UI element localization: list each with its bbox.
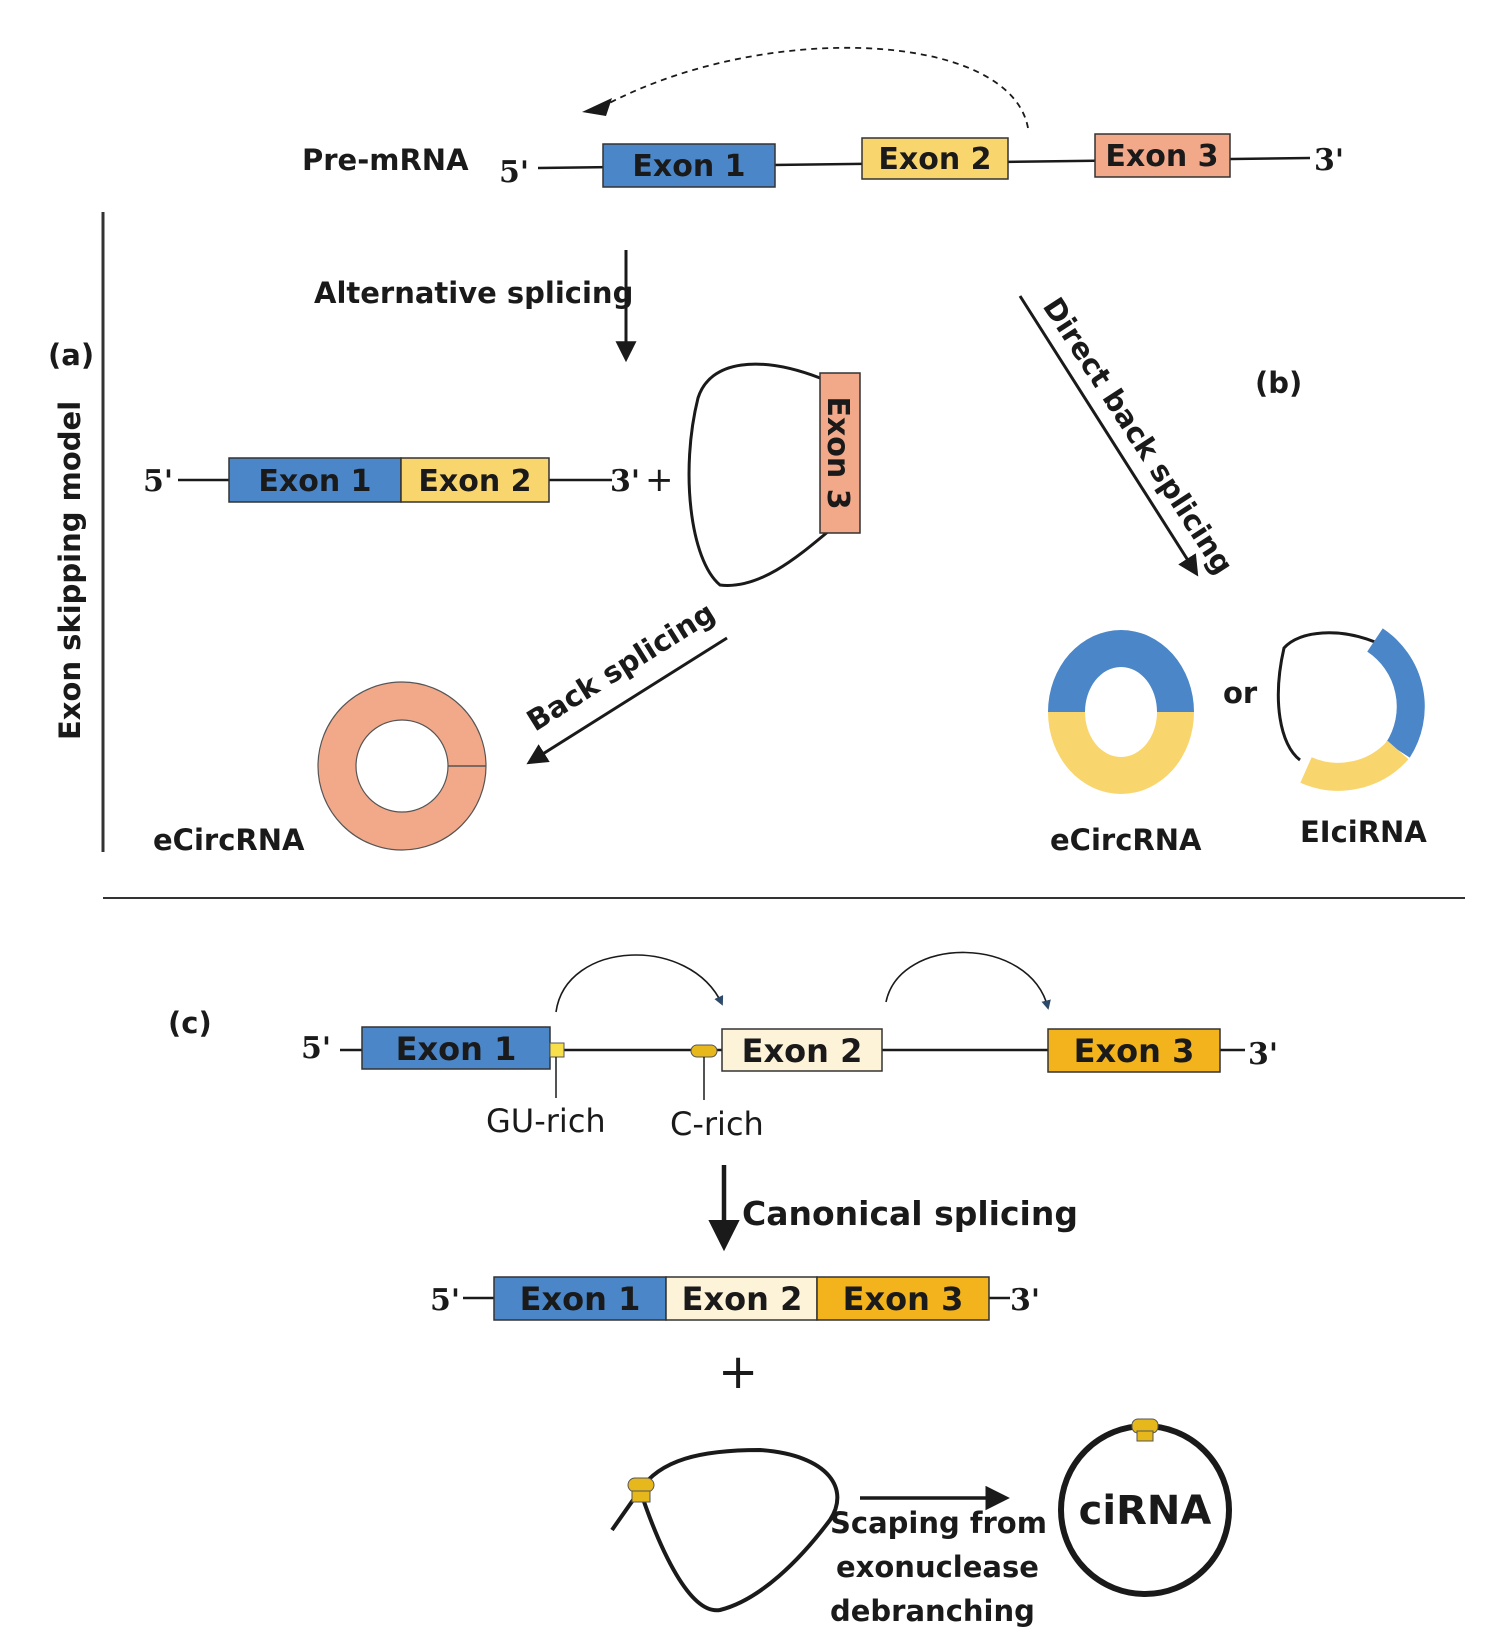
panel-a-tag: (a) xyxy=(48,338,94,372)
eicirna-exon-yellow-arc xyxy=(1300,740,1409,791)
linear-exon2-box xyxy=(400,457,550,503)
lariat-marker-1 xyxy=(627,1477,655,1493)
splice-arc-1 xyxy=(555,954,724,1013)
panel-b-tag: (b) xyxy=(1255,366,1302,400)
lariat-loop xyxy=(687,362,831,587)
gu-rich-label: GU-rich xyxy=(486,1102,606,1140)
back-splicing-arrow xyxy=(526,636,728,765)
canonical-splicing-label: Canonical splicing xyxy=(742,1194,1078,1233)
lariat-marker-2 xyxy=(631,1490,651,1503)
linear-three-prime: 3' xyxy=(610,464,640,499)
ecircrna-b-bottom-half xyxy=(1048,712,1194,794)
gu-rich-marker xyxy=(549,1042,565,1058)
c-exon1-box xyxy=(361,1026,551,1070)
panel-b: Direct back splicing (b) eCircRNA or EIc… xyxy=(1018,291,1427,857)
ecircrna-b-top-half xyxy=(1048,630,1194,712)
c-rich-marker xyxy=(690,1044,718,1058)
escape-line-2: exonuclease xyxy=(836,1550,1039,1584)
c-exon3-box xyxy=(1047,1028,1221,1073)
ecircrna-label-a: eCircRNA xyxy=(153,823,305,857)
mature-three-prime: 3' xyxy=(1010,1283,1040,1318)
escape-line-1: Scaping from xyxy=(830,1506,1047,1540)
alternative-splicing-label: Alternative splicing xyxy=(314,276,633,310)
mature-exon2-box xyxy=(665,1276,818,1321)
eicirna-label: EIciRNA xyxy=(1300,815,1427,849)
cirna-marker-2 xyxy=(1136,1430,1154,1442)
panel-c-tag: (c) xyxy=(168,1006,212,1040)
escape-line-3: debranching xyxy=(830,1594,1035,1628)
premrna-exon3-box xyxy=(1094,133,1231,178)
eicirna-intron-arc xyxy=(1276,631,1376,762)
premrna-section: Pre-mRNA 5' Exon 1 Exon 2 Exon 3 3' xyxy=(302,46,1344,190)
splice-arc-2 xyxy=(885,951,1051,1010)
linear-exon2-label: Exon 2 xyxy=(418,464,531,499)
c-exon2-box xyxy=(721,1028,883,1072)
mature-exon1-box xyxy=(493,1276,667,1321)
direct-back-splicing-label: Direct back splicing xyxy=(1036,291,1240,580)
mature-exon3-label: Exon 3 xyxy=(843,1280,964,1318)
c-exon1-label: Exon 1 xyxy=(396,1030,517,1068)
premrna-five-prime: 5' xyxy=(499,155,529,190)
c-exon3-label: Exon 3 xyxy=(1074,1032,1195,1070)
plus-sign-c: + xyxy=(718,1344,758,1400)
premrna-label: Pre-mRNA xyxy=(302,143,469,177)
ecircrna-label-b: eCircRNA xyxy=(1050,823,1202,857)
linear-exon1-box xyxy=(228,457,402,503)
panel-a: (a) Exon skipping model Alternative spli… xyxy=(48,212,861,857)
premrna-exon1-label: Exon 1 xyxy=(632,149,745,184)
c-three-prime: 3' xyxy=(1248,1037,1278,1072)
lariat-exon3-box xyxy=(819,372,861,534)
cirna-label: ciRNA xyxy=(1079,1488,1212,1534)
ecircrna-ring-a-outline-inner xyxy=(355,719,449,813)
linear-five-prime: 5' xyxy=(143,464,173,499)
dashed-backsplice-arrow xyxy=(599,46,1029,129)
mature-exon3-box xyxy=(816,1276,990,1321)
mature-exon2-label: Exon 2 xyxy=(682,1280,803,1318)
premrna-exon3-label: Exon 3 xyxy=(1105,139,1218,174)
linear-exon1-label: Exon 1 xyxy=(258,464,371,499)
c-five-prime: 5' xyxy=(301,1031,331,1066)
mature-five-prime: 5' xyxy=(430,1283,460,1318)
eicirna-exon-blue-arc xyxy=(1366,628,1425,758)
c-exon2-label: Exon 2 xyxy=(742,1032,863,1070)
direct-back-splicing-arrow xyxy=(1018,295,1199,577)
plus-sign-a: + xyxy=(645,460,674,500)
premrna-exon1-box xyxy=(602,143,776,188)
premrna-exon2-box xyxy=(861,137,1009,180)
exon-skipping-model-label: Exon skipping model xyxy=(53,401,87,740)
premrna-exon2-label: Exon 2 xyxy=(878,142,991,177)
lariat-intron xyxy=(610,1447,840,1613)
mature-exon1-label: Exon 1 xyxy=(520,1280,641,1318)
premrna-three-prime: 3' xyxy=(1314,143,1344,178)
dashed-arrow-head xyxy=(582,98,612,116)
c-rich-label: C-rich xyxy=(670,1105,764,1143)
or-label: or xyxy=(1223,676,1258,710)
panel-c: (c) 5' Exon 1 Exon 2 Exon 3 3' GU-rich C… xyxy=(168,951,1278,1628)
back-splicing-label: Back splicing xyxy=(521,595,721,738)
lariat-exon3-label: Exon 3 xyxy=(820,396,855,509)
